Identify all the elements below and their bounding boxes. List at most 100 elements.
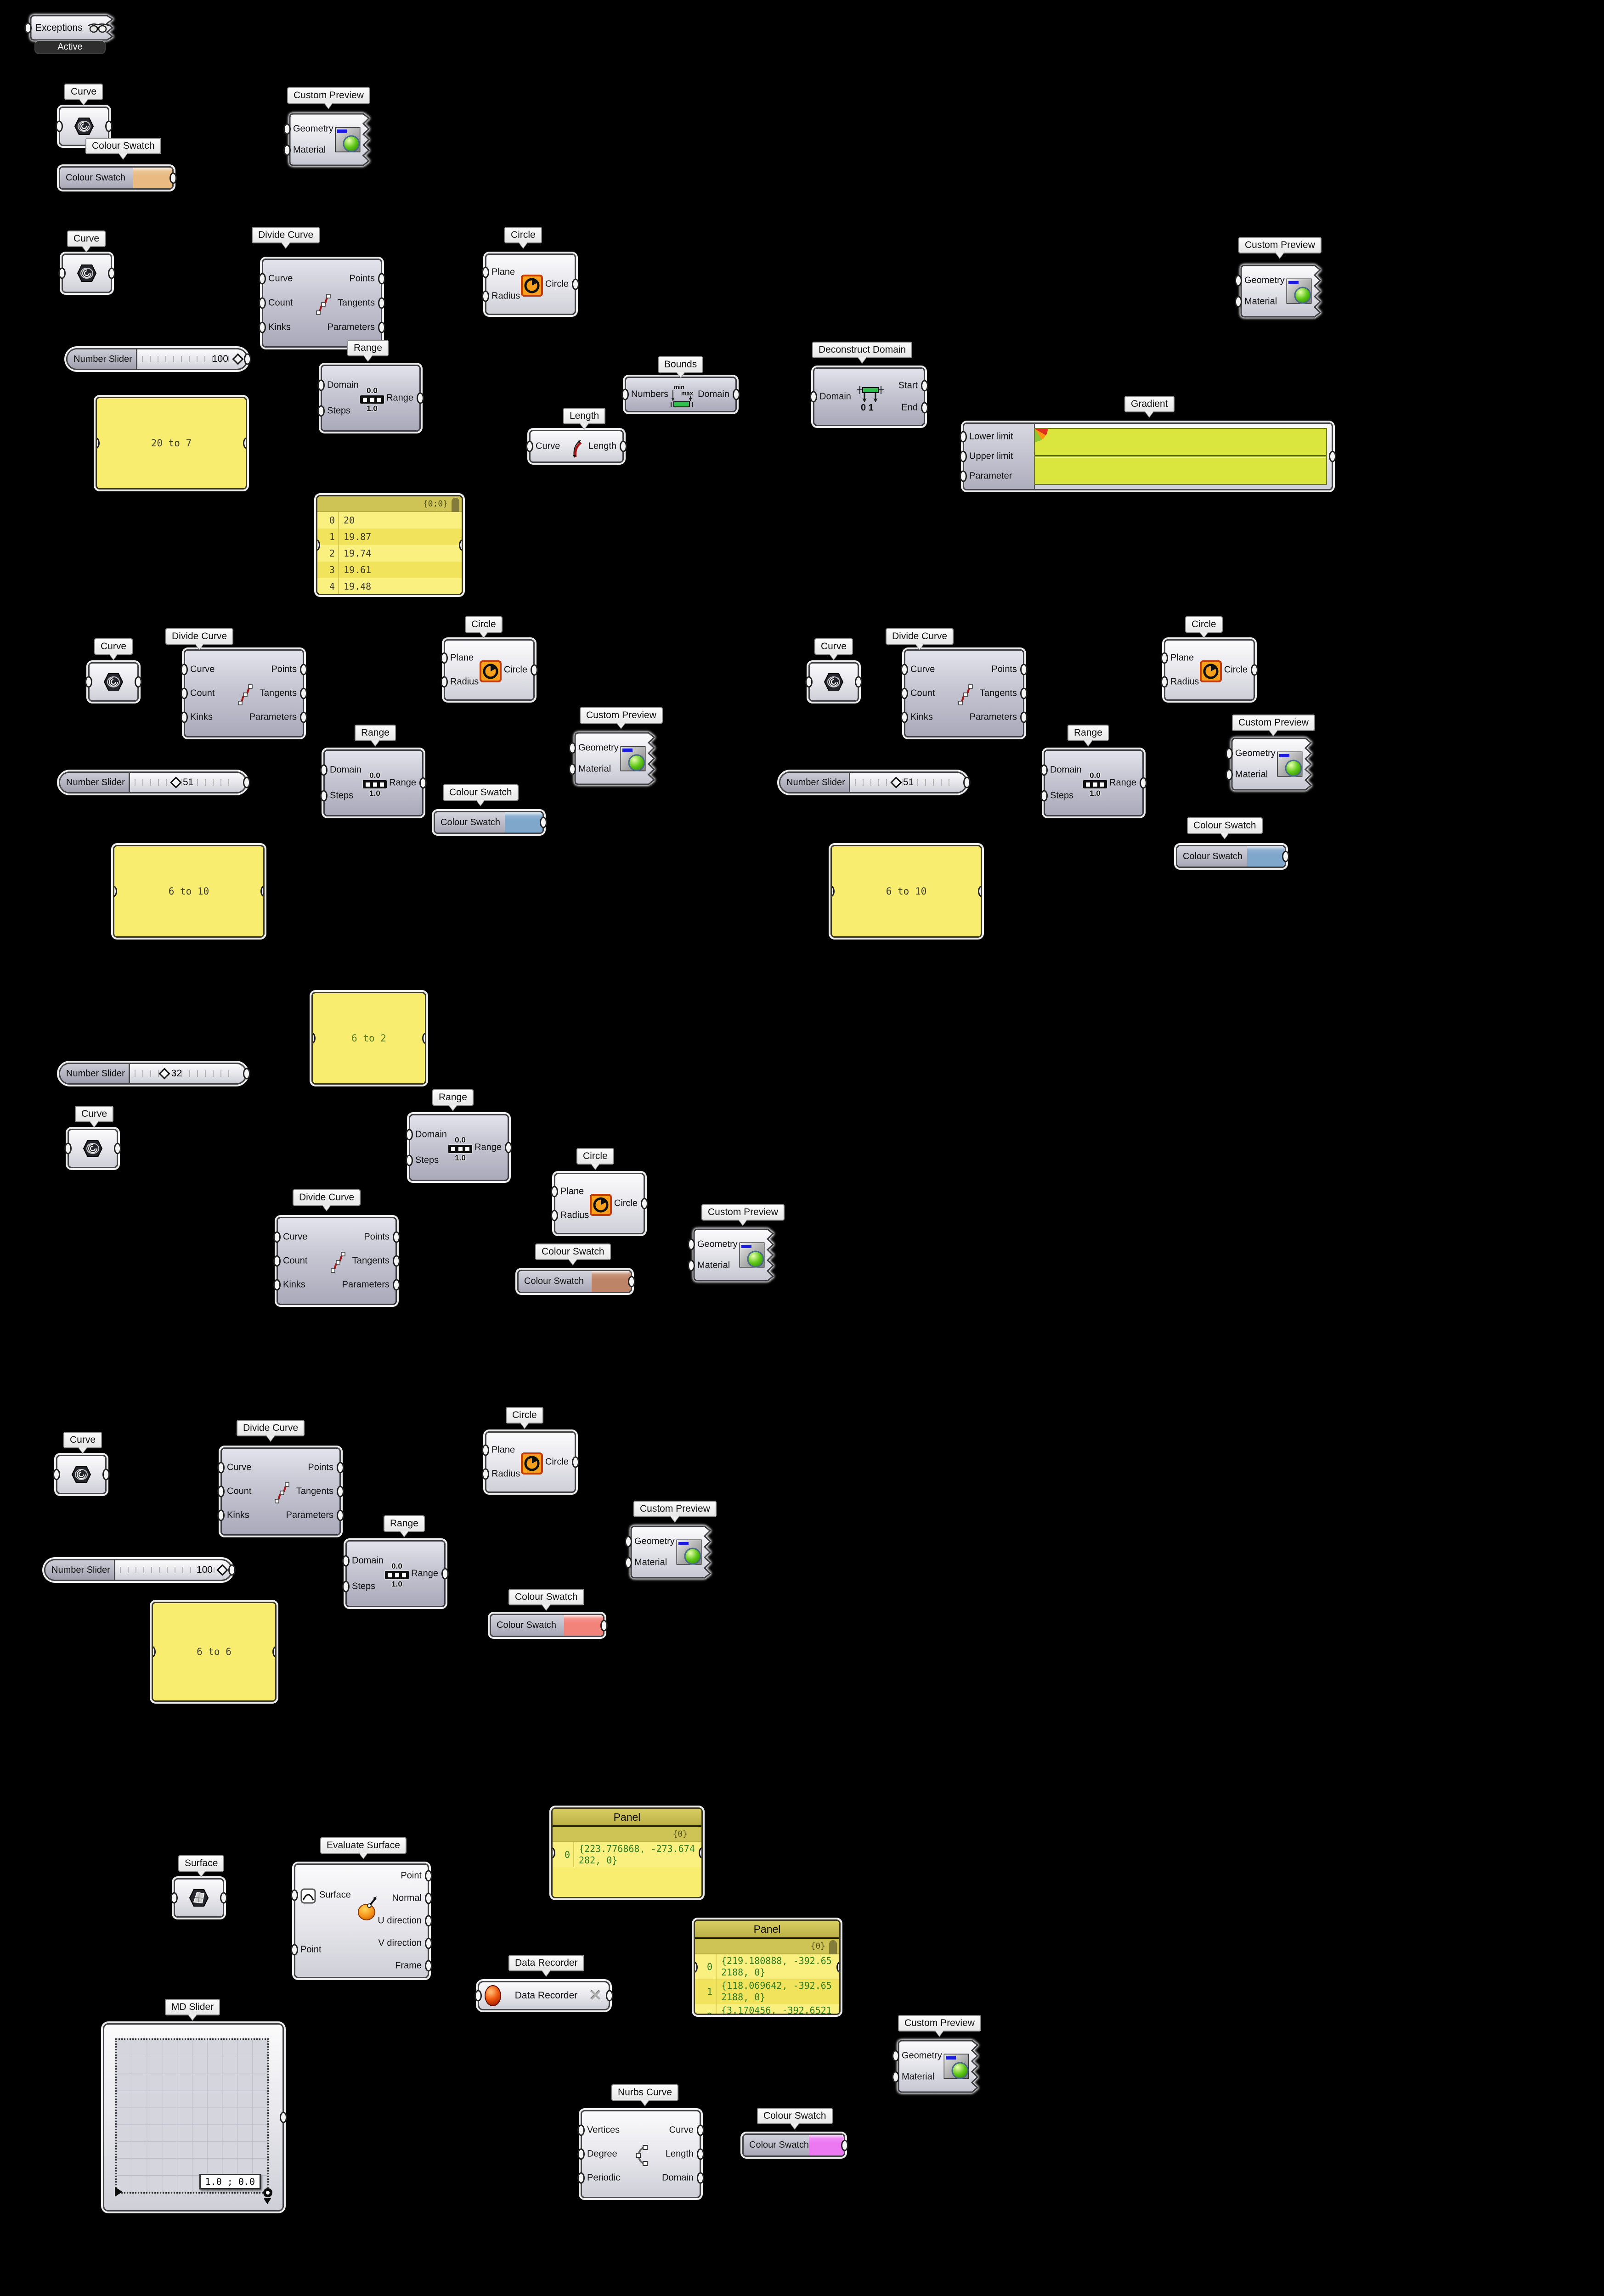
swatch-color-well[interactable] <box>592 1271 631 1292</box>
input-grip[interactable] <box>901 687 908 699</box>
output-grip[interactable] <box>1282 850 1289 862</box>
input-grip[interactable] <box>273 1231 281 1243</box>
input-grip[interactable] <box>1161 676 1168 688</box>
input-grip[interactable] <box>217 1486 225 1497</box>
output-grip[interactable] <box>393 1231 400 1243</box>
input-grip[interactable] <box>960 470 967 482</box>
output-grip[interactable] <box>378 297 385 309</box>
slider-handle[interactable] <box>170 777 182 788</box>
curve-param-1[interactable] <box>56 107 113 146</box>
output-grip[interactable] <box>417 392 424 404</box>
input-grip[interactable] <box>342 1581 350 1593</box>
input-grip[interactable] <box>1226 769 1233 781</box>
output-grip[interactable] <box>1020 687 1028 699</box>
input-grip[interactable] <box>259 297 266 309</box>
input-grip[interactable] <box>217 1462 225 1474</box>
curve-param-c[interactable] <box>64 1129 121 1168</box>
input-grip[interactable] <box>24 22 32 34</box>
output-grip[interactable] <box>419 777 427 789</box>
input-grip[interactable] <box>577 2172 585 2184</box>
md-grid[interactable]: 1.0 ; 0.0 <box>115 2038 272 2204</box>
input-grip[interactable] <box>342 1555 350 1567</box>
input-grip[interactable] <box>805 676 813 688</box>
output-grip[interactable] <box>280 2111 287 2123</box>
output-grip[interactable] <box>135 676 142 688</box>
input-grip[interactable] <box>901 664 908 675</box>
output-grip[interactable] <box>1140 777 1147 789</box>
output-grip[interactable] <box>836 1961 839 1973</box>
exceptions-node[interactable]: Exceptions <box>24 15 114 41</box>
md-slider-node[interactable]: 1.0 ; 0.0 <box>103 2023 287 2212</box>
output-grip[interactable] <box>378 321 385 333</box>
output-grip[interactable] <box>102 1469 110 1480</box>
input-grip[interactable] <box>273 1279 281 1291</box>
output-grip[interactable] <box>641 1198 648 1210</box>
output-grip[interactable] <box>243 1068 250 1080</box>
output-grip[interactable] <box>393 1279 400 1291</box>
input-grip[interactable] <box>551 1210 558 1221</box>
panel-coord-2[interactable]: Panel{0}0{219.180888, -392.652188, 0}1{1… <box>694 1919 841 2015</box>
input-grip[interactable] <box>406 1154 413 1166</box>
output-grip[interactable] <box>841 2139 848 2151</box>
input-grip[interactable] <box>688 1260 695 1272</box>
output-grip[interactable] <box>1020 711 1028 723</box>
output-grip[interactable] <box>978 885 981 897</box>
output-grip[interactable] <box>697 2172 704 2184</box>
md-handle[interactable] <box>263 2188 272 2197</box>
colour-swatch-e[interactable]: Colour Swatch <box>742 2133 848 2157</box>
input-grip[interactable] <box>217 1509 225 1521</box>
input-grip[interactable] <box>181 664 188 675</box>
output-grip[interactable] <box>337 1509 344 1521</box>
output-grip[interactable] <box>114 1142 121 1154</box>
output-grip[interactable] <box>697 2124 704 2136</box>
output-grip[interactable] <box>1251 664 1258 676</box>
slider-handle[interactable] <box>158 1068 170 1080</box>
clear-data-icon[interactable]: ✕ <box>589 1987 603 2004</box>
output-grip[interactable] <box>606 1990 613 2002</box>
input-grip[interactable] <box>1040 790 1048 802</box>
input-grip[interactable] <box>901 711 908 723</box>
slider-track[interactable] <box>135 1070 233 1077</box>
input-grip[interactable] <box>474 1990 482 2002</box>
input-grip[interactable] <box>283 123 291 135</box>
output-grip[interactable] <box>733 388 740 400</box>
slider-handle[interactable] <box>890 777 902 788</box>
input-grip[interactable] <box>482 266 489 278</box>
input-grip[interactable] <box>892 2050 899 2062</box>
input-grip[interactable] <box>259 321 266 333</box>
input-grip[interactable] <box>621 388 629 400</box>
slider-handle[interactable] <box>216 1564 228 1576</box>
colour-swatch-b[interactable]: Colour Swatch <box>1176 845 1289 868</box>
input-grip[interactable] <box>569 742 576 754</box>
output-grip[interactable] <box>531 664 538 676</box>
curve-param-a[interactable] <box>85 662 142 702</box>
output-grip[interactable] <box>425 1960 432 1972</box>
input-grip[interactable] <box>273 1255 281 1267</box>
output-grip[interactable] <box>425 1915 432 1927</box>
panel-scroll-nub[interactable] <box>452 498 459 516</box>
input-grip[interactable] <box>482 1444 489 1456</box>
curve-param-b[interactable] <box>805 662 862 702</box>
data-recorder-node[interactable]: Data Recorder✕ <box>474 1981 613 2010</box>
output-grip[interactable] <box>1329 450 1336 462</box>
input-grip[interactable] <box>892 2071 899 2083</box>
surface-param[interactable] <box>170 1878 227 1918</box>
input-grip[interactable] <box>1161 652 1168 664</box>
slider-handle[interactable] <box>232 353 244 365</box>
input-grip[interactable] <box>53 1469 60 1480</box>
input-grip[interactable] <box>1235 275 1242 287</box>
